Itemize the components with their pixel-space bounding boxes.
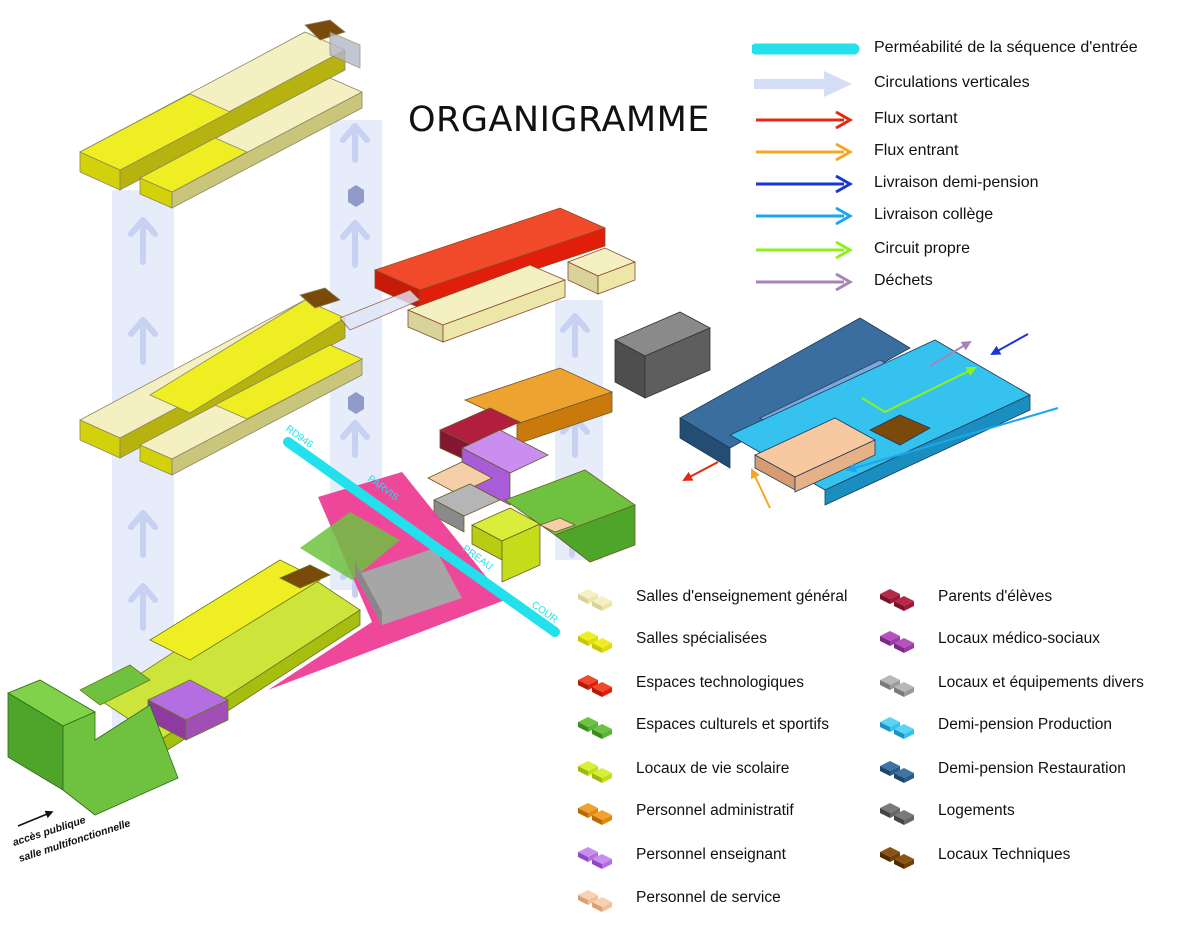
block-icon — [578, 631, 612, 653]
program-legend-label: Demi-pension Restauration — [938, 760, 1126, 777]
program-legend-item: Locaux et équipements divers — [878, 668, 1177, 698]
flow-legend-item: Livraison demi-pension — [752, 171, 1172, 197]
demi-pension-flow-arrows — [682, 333, 1059, 509]
program-legend-label: Locaux de vie scolaire — [636, 760, 790, 777]
page-title: ORGANIGRAMME — [408, 100, 710, 140]
block-icon — [578, 890, 612, 912]
program-legend-label: Locaux Techniques — [938, 846, 1071, 863]
program-legend-item: Salles spécialisées — [576, 624, 876, 654]
program-legend-label: Salles d'enseignement général — [636, 588, 848, 605]
block-icon — [880, 631, 914, 653]
purple-arrow-icon — [756, 272, 854, 292]
public-access-arrow — [17, 810, 54, 827]
program-legend-label: Personnel administratif — [636, 802, 794, 819]
floor-r1 — [79, 287, 363, 476]
green-arrow-icon — [756, 240, 854, 260]
block-icon — [880, 675, 914, 697]
program-legend-label: Salles spécialisées — [636, 630, 767, 647]
flow-legend-label: Circuit propre — [874, 240, 971, 257]
block-icon — [578, 847, 612, 869]
flow-legend-label: Circulations verticales — [874, 74, 1030, 91]
flow-legend-item: Flux entrant — [752, 139, 1172, 165]
block-icon — [578, 675, 612, 697]
block-icon — [880, 761, 914, 783]
flow-legend-item: Déchets — [752, 269, 1172, 295]
flow-legend-item: Circuit propre — [752, 237, 1172, 263]
block-icon — [578, 589, 612, 611]
central-cluster — [427, 367, 636, 583]
program-legend-label: Personnel de service — [636, 889, 781, 906]
block-icon — [578, 803, 612, 825]
waste-arrow — [929, 340, 972, 367]
program-legend-item: Personnel de service — [576, 883, 876, 913]
school-delivery-arrow — [846, 407, 1059, 473]
program-legend-item: Espaces technologiques — [576, 668, 876, 698]
flow-legend-item: Circulations verticales — [752, 71, 1172, 97]
program-legend-item: Locaux Techniques — [878, 840, 1177, 870]
block-icon — [880, 589, 914, 611]
program-legend-label: Locaux médico-sociaux — [938, 630, 1100, 647]
program-legend-item: Locaux de vie scolaire — [576, 754, 876, 784]
program-legend-label: Espaces technologiques — [636, 674, 805, 691]
incoming-flow-arrow — [750, 468, 771, 509]
technology-wing — [339, 207, 637, 343]
flow-legend-label: Flux entrant — [874, 142, 959, 159]
block-icon — [880, 717, 914, 739]
outgoing-flow-arrow — [682, 461, 719, 481]
block-icon — [880, 847, 914, 869]
flow-legend-label: Livraison collège — [874, 206, 994, 223]
program-legend-label: Locaux et équipements divers — [938, 674, 1144, 691]
canteen-delivery-arrow — [990, 333, 1029, 355]
program-legend-item: Personnel administratif — [576, 796, 876, 826]
program-legend-item: Demi-pension Production — [878, 710, 1177, 740]
orange-arrow-icon — [756, 142, 854, 162]
flow-legend-label: Déchets — [874, 272, 933, 289]
sports-hall — [7, 679, 179, 816]
parvis-zone — [268, 472, 505, 690]
housing-block — [614, 311, 711, 399]
program-legend-item: Espaces culturels et sportifs — [576, 710, 876, 740]
flow-legend-item: Perméabilité de la séquence d'entrée — [752, 36, 1172, 62]
program-legend-item: Salles d'enseignement général — [576, 582, 876, 612]
clean-circuit-arrow — [861, 367, 977, 414]
flow-legend-label: Perméabilité de la séquence d'entrée — [874, 39, 1138, 56]
blue-arrow-icon — [756, 174, 854, 194]
program-legend-item: Logements — [878, 796, 1177, 826]
band-icon — [752, 43, 860, 55]
demi-pension-cluster — [679, 317, 1031, 506]
flow-legend-label: Flux sortant — [874, 110, 958, 127]
program-legend-item: Locaux médico-sociaux — [878, 624, 1177, 654]
flow-legend-item: Flux sortant — [752, 107, 1172, 133]
block-icon — [578, 761, 612, 783]
block-icon — [880, 803, 914, 825]
sky-arrow-icon — [756, 206, 854, 226]
program-legend-label: Demi-pension Production — [938, 716, 1113, 733]
program-legend-item: Parents d'élèves — [878, 582, 1177, 612]
block-icon — [578, 717, 612, 739]
program-legend-label: Parents d'élèves — [938, 588, 1053, 605]
program-legend-item: Personnel enseignant — [576, 840, 876, 870]
flow-legend-label: Livraison demi-pension — [874, 174, 1039, 191]
circulation-cubes — [348, 185, 364, 414]
program-legend-item: Demi-pension Restauration — [878, 754, 1177, 784]
program-legend-label: Espaces culturels et sportifs — [636, 716, 829, 733]
permeability-band — [283, 437, 560, 637]
ground-floor-wing — [79, 559, 361, 756]
wide-arrow-icon — [754, 71, 852, 97]
program-legend-label: Personnel enseignant — [636, 846, 786, 863]
red-arrow-icon — [756, 110, 854, 130]
floor-r2 — [79, 19, 363, 209]
flow-legend-item: Livraison collège — [752, 203, 1172, 229]
program-legend-label: Logements — [938, 802, 1015, 819]
